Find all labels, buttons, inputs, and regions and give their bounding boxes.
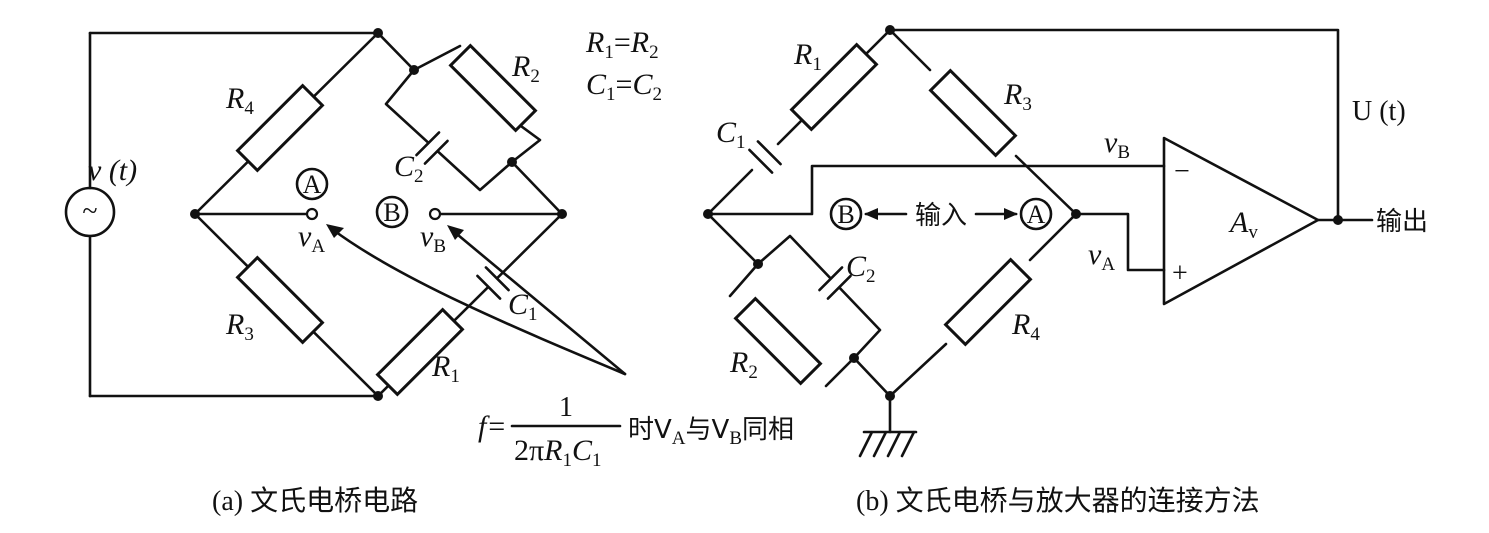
label-r3: R3 (225, 308, 254, 345)
b-node-b-label: B (837, 200, 854, 229)
b-junction-top (885, 25, 895, 35)
b-junction-output (1333, 215, 1343, 225)
b-wire-right-r4 (1028, 212, 1078, 262)
caption-b: (b) 文氏电桥与放大器的连接方法 (856, 485, 1260, 517)
b-node-a-circle (1019, 197, 1053, 231)
b-capacitor-c1 (748, 140, 782, 174)
junction-r2c2-bottom (507, 157, 517, 167)
input-label: 输入 (915, 201, 967, 231)
resistor-r3 (235, 255, 325, 345)
terminal-b (428, 207, 442, 221)
b-resistor-r3 (928, 68, 1018, 158)
formula-numerator: 1 (559, 392, 573, 423)
b-va-wire (1074, 212, 1166, 272)
b-label-c2: C2 (846, 250, 876, 287)
ac-source-symbol: ~ (82, 196, 97, 227)
resistor-r1 (375, 307, 465, 397)
op-amp-triangle (1162, 136, 1320, 306)
b-label-r1: R1 (793, 38, 822, 75)
ac-source-icon (64, 186, 116, 238)
wire-top-right (376, 31, 416, 72)
pointer-line-to-vb (450, 228, 627, 376)
junction-bottom (373, 391, 383, 401)
terminal-a (305, 207, 319, 221)
b-resistor-r2 (733, 296, 823, 386)
label-r1: R1 (431, 350, 460, 387)
node-a-circle (295, 167, 329, 201)
b-vb-label: vB (1104, 126, 1130, 163)
input-arrowhead-right (1004, 208, 1018, 220)
condition-r: R1=R2 (585, 26, 659, 63)
b-va-label: vA (1088, 238, 1115, 275)
b-junction-bottom (885, 391, 895, 401)
b-label-c1: C1 (716, 116, 746, 153)
source-label: v (t) (88, 154, 137, 187)
b-wire-left-bottom (706, 212, 760, 266)
junction-left (190, 209, 200, 219)
resistor-r2 (448, 43, 538, 133)
node-b-circle (375, 195, 409, 229)
resistor-r4 (235, 83, 325, 173)
b-junction-r2c2-left (753, 259, 763, 269)
formula-denominator: 2πR1C1 (514, 434, 602, 471)
node-b-label: B (383, 198, 400, 227)
input-label-bg (908, 198, 974, 230)
label-c1: C1 (508, 288, 538, 325)
b-node-a-label: A (1027, 200, 1046, 229)
junction-right (557, 209, 567, 219)
b-junction-r2c2-right (849, 353, 859, 363)
label-r2: R2 (511, 50, 540, 87)
b-capacitor-c2 (818, 266, 852, 300)
b-feedback-wire (888, 28, 1340, 222)
junction-top (373, 28, 383, 38)
arrowhead-vb (447, 225, 464, 240)
junction-r2c2-top (409, 65, 419, 75)
ground-icon (858, 430, 918, 458)
input-arrowhead-left (864, 208, 878, 220)
vb-label: vB (420, 220, 446, 257)
label-r4: R4 (225, 82, 254, 119)
output-label: 输出 (1376, 207, 1428, 237)
arrowhead-va (326, 224, 344, 238)
b-wire-left-top (706, 168, 754, 216)
b-label-r3: R3 (1003, 78, 1032, 115)
va-label: vA (298, 220, 325, 257)
node-a-label: A (303, 170, 322, 199)
b-junction-left (703, 209, 713, 219)
capacitor-c2 (415, 131, 449, 165)
b-resistor-r4 (943, 257, 1033, 347)
formula-lhs: f= (478, 410, 507, 443)
minus-sign: − (1174, 156, 1190, 187)
b-label-r4: R4 (1011, 308, 1040, 345)
caption-a: (a) 文氏电桥电路 (212, 485, 418, 517)
pointer-curve-to-va (330, 227, 627, 376)
b-label-r2: R2 (729, 346, 758, 383)
b-wire-r4-bottom (888, 342, 948, 398)
b-junction-right (1071, 209, 1081, 219)
formula-condition-text: 时VA与VB同相 (628, 415, 794, 449)
b-vb-wire (706, 164, 1166, 216)
feedback-label: U (t) (1352, 96, 1406, 127)
plus-sign: + (1172, 258, 1188, 289)
b-wire-top-r3 (888, 28, 932, 72)
b-node-b-circle (829, 197, 863, 231)
b-resistor-r1 (789, 42, 879, 132)
capacitor-c1 (476, 266, 510, 300)
diagram-a: ~ v (t) (64, 26, 794, 517)
condition-c: C1=C2 (586, 68, 662, 105)
diagram-b: Av − + B A (703, 25, 1428, 517)
